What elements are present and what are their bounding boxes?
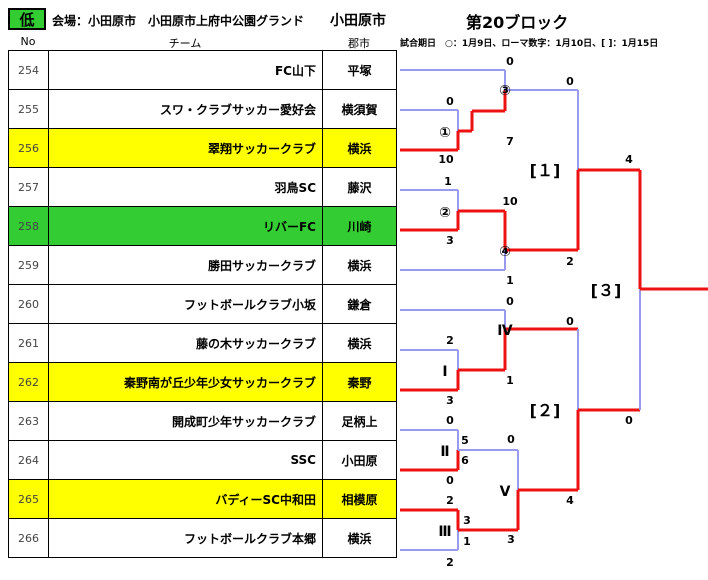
score: 6 (461, 454, 469, 467)
game-label-III: Ⅲ (438, 524, 451, 540)
team-no: 257 (8, 167, 49, 207)
game-label-IV: Ⅳ (497, 323, 513, 339)
team-area: 横浜 (322, 518, 397, 558)
team-area: 横浜 (322, 128, 397, 168)
score: 3 (507, 533, 515, 546)
team-no: 262 (8, 362, 49, 402)
team-area: 藤沢 (322, 167, 397, 207)
team-area: 横浜 (322, 323, 397, 363)
team-no: 258 (8, 206, 49, 246)
score: 4 (566, 494, 574, 507)
score: 3 (446, 394, 454, 407)
round-label-2: [２] (530, 401, 561, 420)
round-label-3: [３] (591, 281, 622, 300)
game-label-I: Ⅰ (442, 364, 447, 380)
team-name: スワ・クラブサッカー愛好会 (48, 89, 323, 129)
score: 0 (446, 414, 454, 427)
score: 10 (438, 153, 454, 166)
game-label-1: ① (439, 125, 451, 141)
score: 3 (446, 234, 454, 247)
score: 0 (506, 295, 514, 308)
team-no: 265 (8, 479, 49, 519)
team-area: 横浜 (322, 245, 397, 285)
team-no: 261 (8, 323, 49, 363)
game-label-II: Ⅱ (440, 444, 449, 460)
score: 0 (507, 433, 515, 446)
score: 5 (461, 434, 469, 447)
score: 2 (446, 494, 454, 507)
team-name: フットボールクラブ本郷 (48, 518, 323, 558)
col-header-no: No (20, 35, 36, 48)
team-area: 小田原 (322, 440, 397, 480)
score: 0 (446, 95, 454, 108)
score: 3 (463, 514, 471, 527)
score: 0 (506, 55, 514, 68)
score: 2 (446, 556, 454, 569)
score: 4 (625, 153, 633, 166)
score: 1 (506, 274, 514, 287)
score: 1 (506, 374, 514, 387)
team-area: 川崎 (322, 206, 397, 246)
game-label-2: ② (439, 205, 451, 221)
score: 0 (625, 414, 633, 427)
block-title: 第20ブロック (466, 13, 569, 32)
team-name: 藤の木サッカークラブ (48, 323, 323, 363)
level-badge: 低 (8, 8, 46, 30)
team-name: 開成町少年サッカークラブ (48, 401, 323, 441)
score: 1 (463, 535, 471, 548)
team-area: 平塚 (322, 50, 397, 90)
score: 0 (446, 474, 454, 487)
team-area: 鎌倉 (322, 284, 397, 324)
venue-label: 会場：小田原市 小田原市上府中公園グランド (52, 14, 305, 28)
team-name: 翠翔サッカークラブ (48, 128, 323, 168)
score: 0 (566, 75, 574, 88)
round-label-1: [１] (530, 161, 561, 180)
team-no: 264 (8, 440, 49, 480)
date-note: 試合期日 ○：1月9日、ローマ数字：1月10日、[ ]：1月15日 (400, 39, 659, 49)
team-no: 266 (8, 518, 49, 558)
team-name: 勝田サッカークラブ (48, 245, 323, 285)
score: 0 (566, 315, 574, 328)
score: 1 (444, 175, 452, 188)
team-area: 相模原 (322, 479, 397, 519)
team-name: 羽鳥SC (48, 167, 323, 207)
col-header-area: 郡市 (348, 37, 370, 50)
score: 2 (566, 255, 574, 268)
team-name: バディーSC中和田 (48, 479, 323, 519)
team-no: 256 (8, 128, 49, 168)
col-header-team: チーム (168, 37, 202, 50)
team-name: SSC (48, 440, 323, 480)
team-area: 秦野 (322, 362, 397, 402)
game-label-V: Ⅴ (500, 484, 511, 500)
score: 2 (446, 334, 454, 347)
game-label-3: ③ (499, 83, 511, 99)
city-label: 小田原市 (330, 13, 386, 29)
team-no: 254 (8, 50, 49, 90)
score: 10 (502, 195, 518, 208)
game-label-4: ④ (499, 244, 511, 260)
score: 7 (506, 135, 514, 148)
